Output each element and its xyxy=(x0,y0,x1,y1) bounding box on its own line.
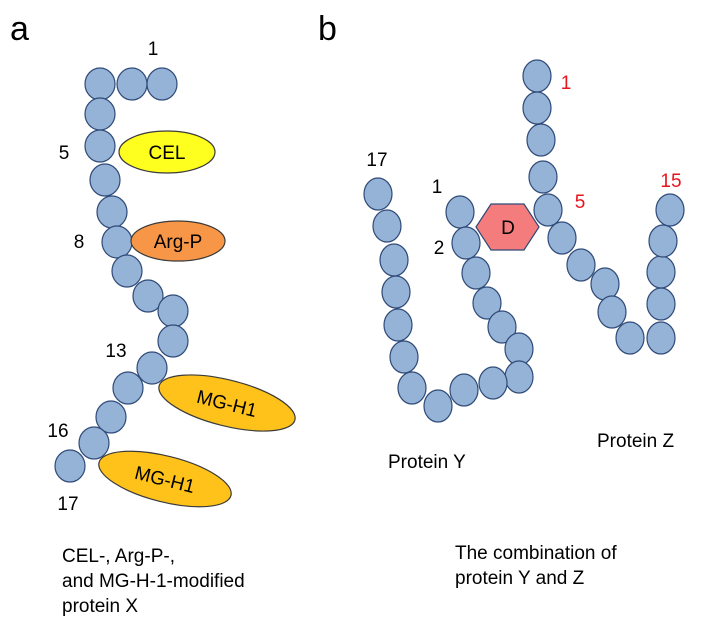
crosslink-d: D xyxy=(475,203,540,251)
protein-x-residue-2 xyxy=(116,67,148,101)
protein-z-residue-5 xyxy=(533,193,563,227)
protein-y-residue-5 xyxy=(487,310,517,344)
panel-b-letter: b xyxy=(318,10,337,48)
protein-z-residue-label-15: 15 xyxy=(660,171,681,192)
protein-z-chain xyxy=(522,59,685,355)
cel-modification: CEL xyxy=(118,130,216,174)
protein-z-residue-14 xyxy=(655,193,685,227)
protein-y-residue-1 xyxy=(445,195,475,229)
protein-y-residue-7 xyxy=(504,360,534,394)
protein-y-residue-13 xyxy=(383,308,413,342)
protein-z-residue-label-1: 1 xyxy=(561,73,572,94)
panel-a-caption: CEL-, Arg-P-, and MG-H-1-modified protei… xyxy=(62,544,245,619)
cel-label: CEL xyxy=(149,143,186,164)
residue-label-1: 1 xyxy=(148,39,159,60)
panel-a-caption-line-3: protein X xyxy=(62,596,139,617)
protein-x-residue-12 xyxy=(157,324,189,358)
panel-b-caption-line-2: protein Y and Z xyxy=(455,568,585,589)
residue-label-5: 5 xyxy=(59,143,70,164)
protein-z-residue-3 xyxy=(526,123,556,157)
mgh1-ellipse-bottom xyxy=(98,450,232,508)
protein-z-residue-11 xyxy=(646,287,676,321)
protein-y-residue-15 xyxy=(379,243,409,277)
panel-b-caption: The combination of protein Y and Z xyxy=(455,541,617,591)
residue-label-13: 13 xyxy=(105,341,126,362)
argp-ellipse xyxy=(130,220,226,262)
protein-y-residue-label-2: 2 xyxy=(434,238,445,259)
panel-a-letter: a xyxy=(10,10,29,48)
panel-a-caption-line-2: and MG-H-1-modified xyxy=(62,571,245,592)
protein-y-residue-3 xyxy=(461,256,491,290)
protein-x-residue-4 xyxy=(84,97,116,131)
argp-modification: Arg-P xyxy=(130,220,226,262)
mgh1-modification-top: MG-H1 xyxy=(158,374,296,432)
protein-z-residue-label-5: 5 xyxy=(575,192,586,213)
protein-y-residue-10 xyxy=(423,389,453,423)
protein-y-residue-17 xyxy=(363,177,393,211)
protein-x-residue-13 xyxy=(136,351,168,385)
residue-label-8: 8 xyxy=(74,232,85,253)
protein-x-residue-7 xyxy=(96,195,128,229)
mgh1-ellipse-top xyxy=(158,374,296,432)
panel-b-caption-line-1: The combination of xyxy=(455,543,617,564)
protein-z-residue-2 xyxy=(522,91,552,125)
protein-y-residue-11 xyxy=(397,371,427,405)
protein-y-residue-4 xyxy=(472,286,502,320)
protein-x-residue-16 xyxy=(78,426,110,460)
protein-z-residue-8 xyxy=(590,267,620,301)
protein-z-residue-extra xyxy=(597,295,627,329)
protein-x-residue-11 xyxy=(157,294,189,328)
protein-y-residue-6 xyxy=(504,332,534,366)
protein-z-residue-1 xyxy=(522,59,552,93)
protein-x-residue-8 xyxy=(101,225,133,259)
protein-x-residue-6 xyxy=(89,163,121,197)
protein-z-residue-10 xyxy=(646,321,676,355)
protein-z-label: Protein Z xyxy=(597,431,674,452)
protein-z-residue-6 xyxy=(547,221,577,255)
protein-y-label: Protein Y xyxy=(388,452,466,473)
protein-y-residue-14 xyxy=(381,275,411,309)
protein-x-residue-10 xyxy=(132,279,164,313)
protein-x-residue-17 xyxy=(54,449,86,483)
protein-z-residue-7 xyxy=(566,248,596,282)
protein-y-residue-label-1: 1 xyxy=(432,177,443,198)
residue-label-17: 17 xyxy=(57,494,78,515)
protein-y-residue-9 xyxy=(449,373,479,407)
protein-y-residue-2 xyxy=(451,226,481,260)
cel-ellipse xyxy=(118,130,216,174)
protein-z-residue-12 xyxy=(646,255,676,289)
protein-y-residue-16 xyxy=(372,209,402,243)
protein-x-residue-5 xyxy=(84,129,116,163)
argp-label: Arg-P xyxy=(154,232,203,253)
protein-x-residue-3 xyxy=(84,67,116,101)
protein-x-residue-15 xyxy=(95,400,127,434)
protein-x-chain xyxy=(54,67,189,483)
protein-y-residue-12 xyxy=(389,340,419,374)
protein-x-residue-1 xyxy=(146,67,178,101)
panel-a-caption-line-1: CEL-, Arg-P-, xyxy=(62,546,175,567)
protein-x-residue-14 xyxy=(112,371,144,405)
protein-y-residue-label-17: 17 xyxy=(366,150,387,171)
protein-y-chain xyxy=(363,177,534,423)
protein-y-residue-8 xyxy=(478,366,508,400)
protein-z-residue-13 xyxy=(648,224,678,258)
residue-label-16: 16 xyxy=(47,421,68,442)
mgh1-modification-bottom: MG-H1 xyxy=(98,450,232,508)
crosslink-label: D xyxy=(501,218,515,239)
crosslink-hexagon xyxy=(475,203,540,251)
protein-z-residue-9 xyxy=(615,321,645,355)
protein-z-residue-4 xyxy=(528,160,558,194)
protein-x-residue-9 xyxy=(111,254,143,288)
